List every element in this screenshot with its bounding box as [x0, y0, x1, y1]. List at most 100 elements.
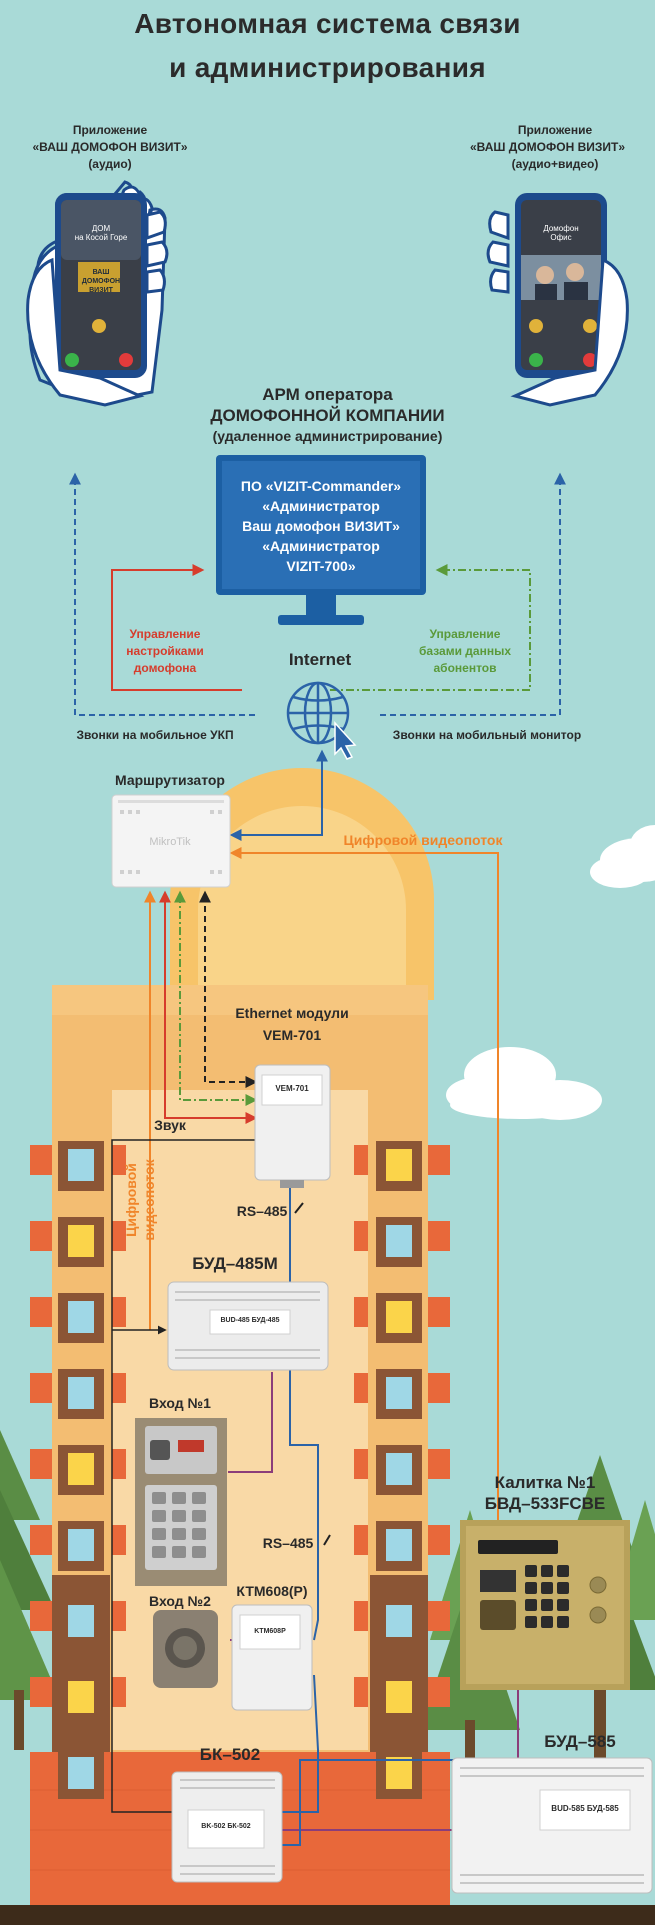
brick-left-inner: [112, 1601, 126, 1631]
gate-keypad-key: [557, 1582, 569, 1594]
phone-left-logo: ВАШ ДОМОФОН ВИЗИТ: [81, 269, 121, 294]
label-control-db: Управление базами данных абонентов: [418, 627, 511, 675]
window-left: [68, 1605, 94, 1637]
window-right: [386, 1605, 412, 1637]
window-left: [68, 1453, 94, 1485]
brick-left-inner: [112, 1753, 126, 1783]
gate-keypad-key: [541, 1616, 553, 1628]
label-router: Маршрутизатор: [115, 772, 225, 788]
page-title-line2: и администрирования: [169, 52, 486, 83]
gate-keypad-key: [557, 1599, 569, 1611]
keypad-key: [192, 1492, 206, 1504]
label-gate1-line1: Калитка №1: [494, 1473, 596, 1492]
brick-left: [30, 1145, 52, 1175]
gate-keypad-key: [541, 1565, 553, 1577]
operator-monitor: [216, 455, 426, 625]
brick-left: [30, 1297, 52, 1327]
label-bk502: БК–502: [199, 1745, 261, 1764]
brick-left: [30, 1753, 52, 1783]
gate-keypad-key: [557, 1616, 569, 1628]
gate-keypad-key: [557, 1565, 569, 1577]
bk-device-text: BK-502 БК-502: [201, 1823, 251, 1830]
bud585-device-text: BUD-585 БУД-585: [551, 1804, 619, 1813]
window-right: [386, 1149, 412, 1181]
brick-right-inner: [354, 1297, 368, 1327]
keypad-key: [152, 1492, 166, 1504]
label-ethernet-modules: Ethernet модули: [235, 1005, 349, 1021]
brick-left: [30, 1449, 52, 1479]
brick-left: [30, 1525, 52, 1555]
bud485m-device: [167, 1281, 329, 1371]
ktm608-device: [231, 1604, 313, 1711]
phone-left-caption: ДОМ на Косой Горе: [74, 224, 128, 242]
brick-right: [428, 1601, 450, 1631]
window-right: [386, 1453, 412, 1485]
keypad-key: [172, 1528, 186, 1540]
window-right: [386, 1301, 412, 1333]
bud485-device-text: BUD-485 БУД-485: [220, 1317, 280, 1324]
bud585-device: [451, 1757, 653, 1894]
brick-right: [428, 1221, 450, 1251]
keypad-key: [192, 1528, 206, 1540]
phone-left: [26, 180, 169, 407]
window-right: [386, 1225, 412, 1257]
window-left: [68, 1757, 94, 1789]
label-entrance1: Вход №1: [149, 1395, 211, 1411]
monitor-line1: ПО «VIZIT-Commander»: [240, 478, 402, 494]
keypad-key: [172, 1492, 186, 1504]
app-left-line1: Приложение: [72, 123, 148, 137]
window-right: [386, 1681, 412, 1713]
label-rs485-b: RS–485: [262, 1535, 314, 1551]
keypad-key: [172, 1510, 186, 1522]
vem-device-text: VEM-701: [275, 1084, 309, 1093]
gate-keypad-key: [525, 1616, 537, 1628]
app-right-line2: «ВАШ ДОМОФОН ВИЗИТ»: [469, 140, 626, 154]
brick-left: [30, 1373, 52, 1403]
brick-right: [428, 1525, 450, 1555]
brick-left: [30, 1677, 52, 1707]
monitor-line2: «Администратор: [262, 498, 380, 514]
brick-left: [30, 1601, 52, 1631]
brick-left-inner: [112, 1373, 126, 1403]
page-title-line1: Автономная система связи: [134, 8, 521, 39]
brick-right: [428, 1753, 450, 1783]
label-vem-model: VEM-701: [262, 1027, 322, 1043]
brick-right: [428, 1145, 450, 1175]
window-left: [68, 1377, 94, 1409]
gate-keypad-key: [541, 1599, 553, 1611]
vem701-device: [254, 1064, 331, 1188]
brick-left-inner: [112, 1297, 126, 1327]
window-left: [68, 1149, 94, 1181]
brick-right: [428, 1677, 450, 1707]
window-right: [386, 1529, 412, 1561]
entrance2-reader: [153, 1610, 218, 1688]
label-bud485m: БУД–485М: [192, 1254, 278, 1273]
gate-panel: [460, 1520, 630, 1690]
gate-keypad-key: [525, 1565, 537, 1577]
bk502-device: [171, 1771, 283, 1883]
cloud-right-middle: [446, 1047, 602, 1120]
windows-left-column: [30, 1141, 126, 1799]
window-left: [68, 1225, 94, 1257]
app-right-line1: Приложение: [517, 123, 593, 137]
label-ktm: КТМ608(Р): [236, 1583, 308, 1599]
brick-right: [428, 1449, 450, 1479]
monitor-line3: Ваш домофон ВИЗИТ»: [242, 518, 400, 534]
gate-keypad-key: [541, 1582, 553, 1594]
brick-right: [428, 1373, 450, 1403]
brick-right-inner: [354, 1145, 368, 1175]
window-left: [68, 1681, 94, 1713]
label-digital-stream: Цифровой видеопоток: [343, 832, 503, 848]
keypad-key: [152, 1510, 166, 1522]
label-calls-mobile-ukp: Звонки на мобильное УКП: [76, 728, 234, 742]
gate-keypad-key: [525, 1599, 537, 1611]
keypad-key: [172, 1546, 186, 1558]
internet-globe-icon: [286, 681, 357, 760]
router-device: [111, 794, 231, 888]
gate-keypad-key: [525, 1582, 537, 1594]
phone-right: [486, 193, 629, 407]
label-internet: Internet: [288, 650, 352, 669]
brick-right-inner: [354, 1449, 368, 1479]
